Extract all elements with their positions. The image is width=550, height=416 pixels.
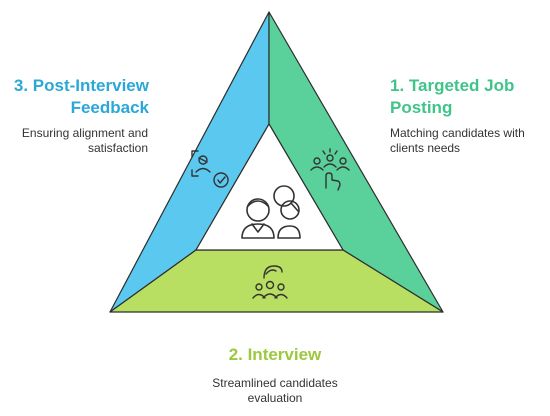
step-3-desc-line2: satisfaction — [87, 141, 148, 155]
step-2-description: Streamlined candidates evaluation — [175, 376, 375, 406]
step-1-desc-line1: Matching candidates with — [390, 126, 525, 140]
step-3-title-line1: 3. Post-Interview — [13, 76, 149, 95]
step-2-title-line1: 2. Interview — [228, 345, 322, 364]
step-2-desc-line2: evaluation — [247, 391, 303, 405]
step-3-description: Ensuring alignment and satisfaction — [0, 126, 148, 156]
user-check-icon — [191, 150, 229, 188]
step-1-title: 1. Targeted Job Posting — [390, 75, 540, 119]
step-3-title: 3. Post-Interview Feedback — [0, 75, 149, 119]
step-1-desc-line2: clients needs — [390, 141, 461, 155]
meeting-group-icon — [252, 265, 288, 299]
step-1-title-line1: 1. Targeted Job — [390, 76, 515, 95]
group-pointer-icon — [310, 148, 350, 191]
step-2-desc-line1: Streamlined candidates — [212, 376, 338, 390]
step-1-title-line2: Posting — [390, 98, 453, 117]
step-1-description: Matching candidates with clients needs — [390, 126, 540, 156]
step-2-title: 2. Interview — [175, 344, 375, 366]
step-3-title-line2: Feedback — [70, 98, 149, 117]
people-search-icon — [241, 185, 301, 239]
center-triangle — [195, 123, 344, 251]
step-3-desc-line1: Ensuring alignment and — [21, 126, 148, 140]
